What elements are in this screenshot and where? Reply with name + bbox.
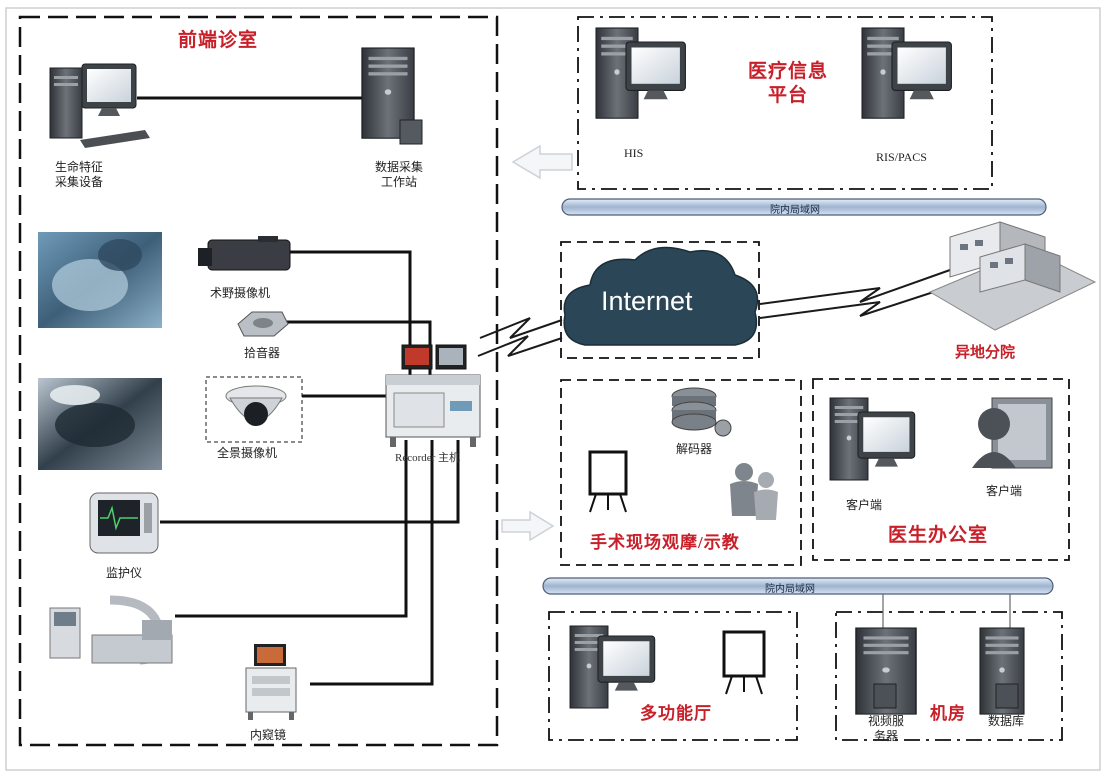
medical-platform-border — [577, 16, 993, 190]
label-decoder: 解码器 — [676, 442, 713, 456]
zone-label-front-room: 前端诊室 — [178, 30, 259, 51]
label-client-2: 客户端 — [986, 484, 1023, 498]
surgery-photo-2 — [38, 378, 162, 470]
label-his: HIS — [624, 146, 644, 160]
decoder-icon — [671, 387, 732, 437]
label-endoscope: 内窥镜 — [250, 728, 287, 742]
label-internet: Internet — [601, 286, 693, 316]
his-server-icon — [595, 27, 686, 119]
recorder-host-icon — [385, 344, 481, 447]
internet-cloud-icon — [563, 246, 759, 346]
client-user-icon — [972, 397, 1053, 469]
endoscope-icon — [245, 644, 297, 720]
sound-pickup-icon — [237, 311, 289, 337]
zone-label-medical-platform: 医疗信息 平台 — [748, 61, 829, 106]
zone-label-doctor-office: 医生办公室 — [888, 525, 989, 546]
database-server-icon — [979, 627, 1025, 715]
patient-monitor-icon — [89, 492, 159, 554]
label-data-workstation: 数据采集 工作站 — [375, 160, 424, 189]
multifunction-hall-border — [548, 611, 798, 741]
remote-branch-building-icon — [928, 221, 1097, 331]
label-ris-pacs: RIS/PACS — [876, 150, 927, 164]
doctor-office-border — [812, 378, 1070, 561]
label-field-camera: 术野摄像机 — [210, 286, 271, 300]
vital-sign-device-icon — [49, 63, 150, 148]
label-client-1: 客户端 — [846, 498, 883, 512]
hall-projector-screen-icon — [722, 630, 766, 695]
audience-people-icon — [730, 463, 778, 520]
front-room-connections — [137, 96, 460, 686]
hall-workstation-icon — [569, 625, 656, 709]
lan-bus-lower — [542, 577, 1054, 595]
label-database: 数据库 — [988, 714, 1025, 728]
panorama-camera-frame — [205, 376, 303, 443]
label-patient-monitor: 监护仪 — [106, 566, 143, 580]
arrow-right-icon — [501, 510, 555, 542]
internet-border — [560, 241, 760, 359]
c-arm-icon — [49, 595, 173, 665]
lan-bus-upper — [561, 198, 1047, 216]
client-workstation-icon — [829, 397, 916, 481]
panorama-camera-icon — [225, 385, 287, 426]
projector-screen-icon — [588, 450, 628, 513]
label-lan-lower: 院内局域网 — [765, 584, 815, 595]
label-lan-upper: 院内局域网 — [770, 205, 820, 216]
surgery-demo-border — [560, 379, 802, 566]
zone-label-remote-branch: 异地分院 — [955, 345, 1016, 361]
surgery-photo-1 — [38, 232, 162, 328]
video-server-icon — [855, 627, 917, 715]
label-panorama-camera: 全景摄像机 — [217, 446, 278, 460]
machine-room-border — [835, 611, 1063, 741]
field-camera-icon — [198, 236, 291, 271]
label-recorder-host: Recorder 主机 — [395, 452, 461, 464]
label-video-server: 视频服 务器 — [868, 714, 905, 743]
ris-pacs-server-icon — [861, 27, 952, 119]
wan-links — [477, 269, 956, 357]
label-vital-sign-device: 生命特征 采集设备 — [55, 160, 104, 189]
zone-label-surgery-demo: 手术现场观摩/示教 — [590, 533, 740, 552]
data-workstation-icon — [361, 47, 423, 145]
arrow-left-icon — [511, 144, 573, 180]
zone-label-machine-room: 机房 — [930, 704, 966, 723]
label-sound-pickup: 拾音器 — [244, 346, 281, 360]
front-room-border — [18, 15, 499, 747]
zone-label-multifunction-hall: 多功能厅 — [640, 704, 712, 723]
